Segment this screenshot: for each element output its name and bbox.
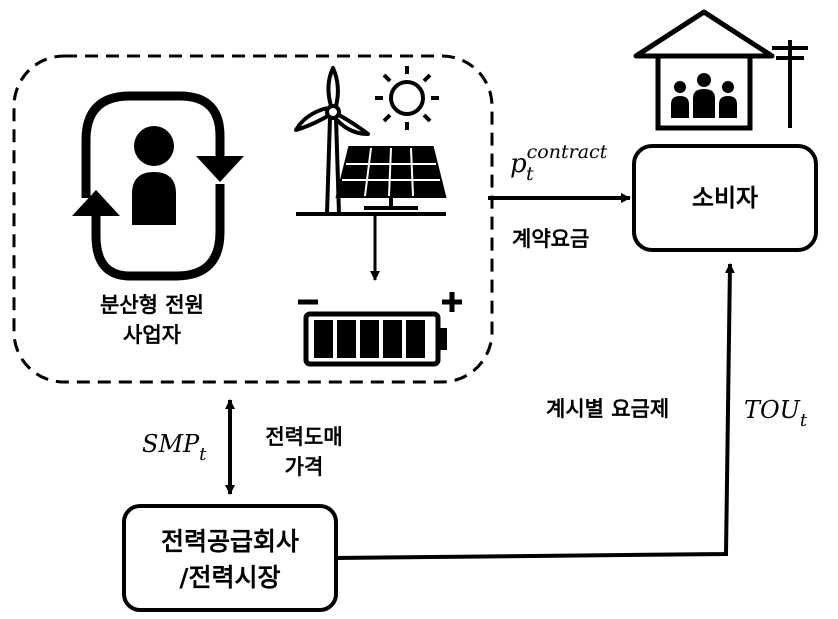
- person-icon: [132, 126, 176, 225]
- der-group: 분산형 전원 사업자: [12, 54, 494, 384]
- contract-symbol-base: p: [510, 149, 527, 179]
- supplier-label-line1: 전력공급회사: [161, 527, 299, 556]
- wholesale-symbol: SMPt: [142, 430, 207, 465]
- tou-symbol-sub: t: [800, 410, 808, 431]
- contract-symbol: pcontract: [510, 141, 608, 179]
- solar-panel-icon: [296, 146, 447, 216]
- der-group-border: [12, 54, 494, 384]
- cycle-arrows-icon: [72, 91, 244, 281]
- tou-label: 계시별 요금제: [546, 397, 669, 421]
- tou-symbol-base: TOU: [744, 396, 801, 424]
- der-group-label-line2: 사업자: [123, 323, 182, 347]
- wholesale-symbol-sub: t: [199, 444, 207, 465]
- consumer-label: 소비자: [692, 184, 758, 212]
- contract-edge: pcontract t 계약요금: [488, 141, 631, 251]
- contract-symbol-sup: contract: [527, 141, 608, 163]
- tou-edge: 계시별 요금제 TOUt: [335, 263, 808, 560]
- sun-icon: [375, 66, 439, 130]
- supplier-label-line2: /전력시장: [179, 563, 280, 592]
- contract-label: 계약요금: [512, 227, 589, 251]
- tou-symbol: TOUt: [744, 396, 808, 431]
- wholesale-edge: SMPt 전력도매 가격: [142, 399, 343, 495]
- utility-pole-icon: [772, 40, 808, 128]
- supplier-node: 전력공급회사 /전력시장: [122, 504, 338, 612]
- consumer-node: 소비자: [632, 144, 818, 252]
- wholesale-label-line1: 전력도매: [265, 425, 342, 449]
- der-group-label-line1: 분산형 전원: [100, 293, 204, 317]
- battery-icon: [298, 292, 462, 367]
- contract-symbol-sub: t: [526, 163, 534, 185]
- house-icon: [633, 9, 775, 131]
- tou-arrow: [335, 263, 735, 560]
- wholesale-symbol-base: SMP: [142, 430, 200, 458]
- wholesale-label-line2: 가격: [285, 455, 324, 479]
- wind-turbine-icon: [294, 66, 370, 215]
- family-icon: [671, 73, 737, 118]
